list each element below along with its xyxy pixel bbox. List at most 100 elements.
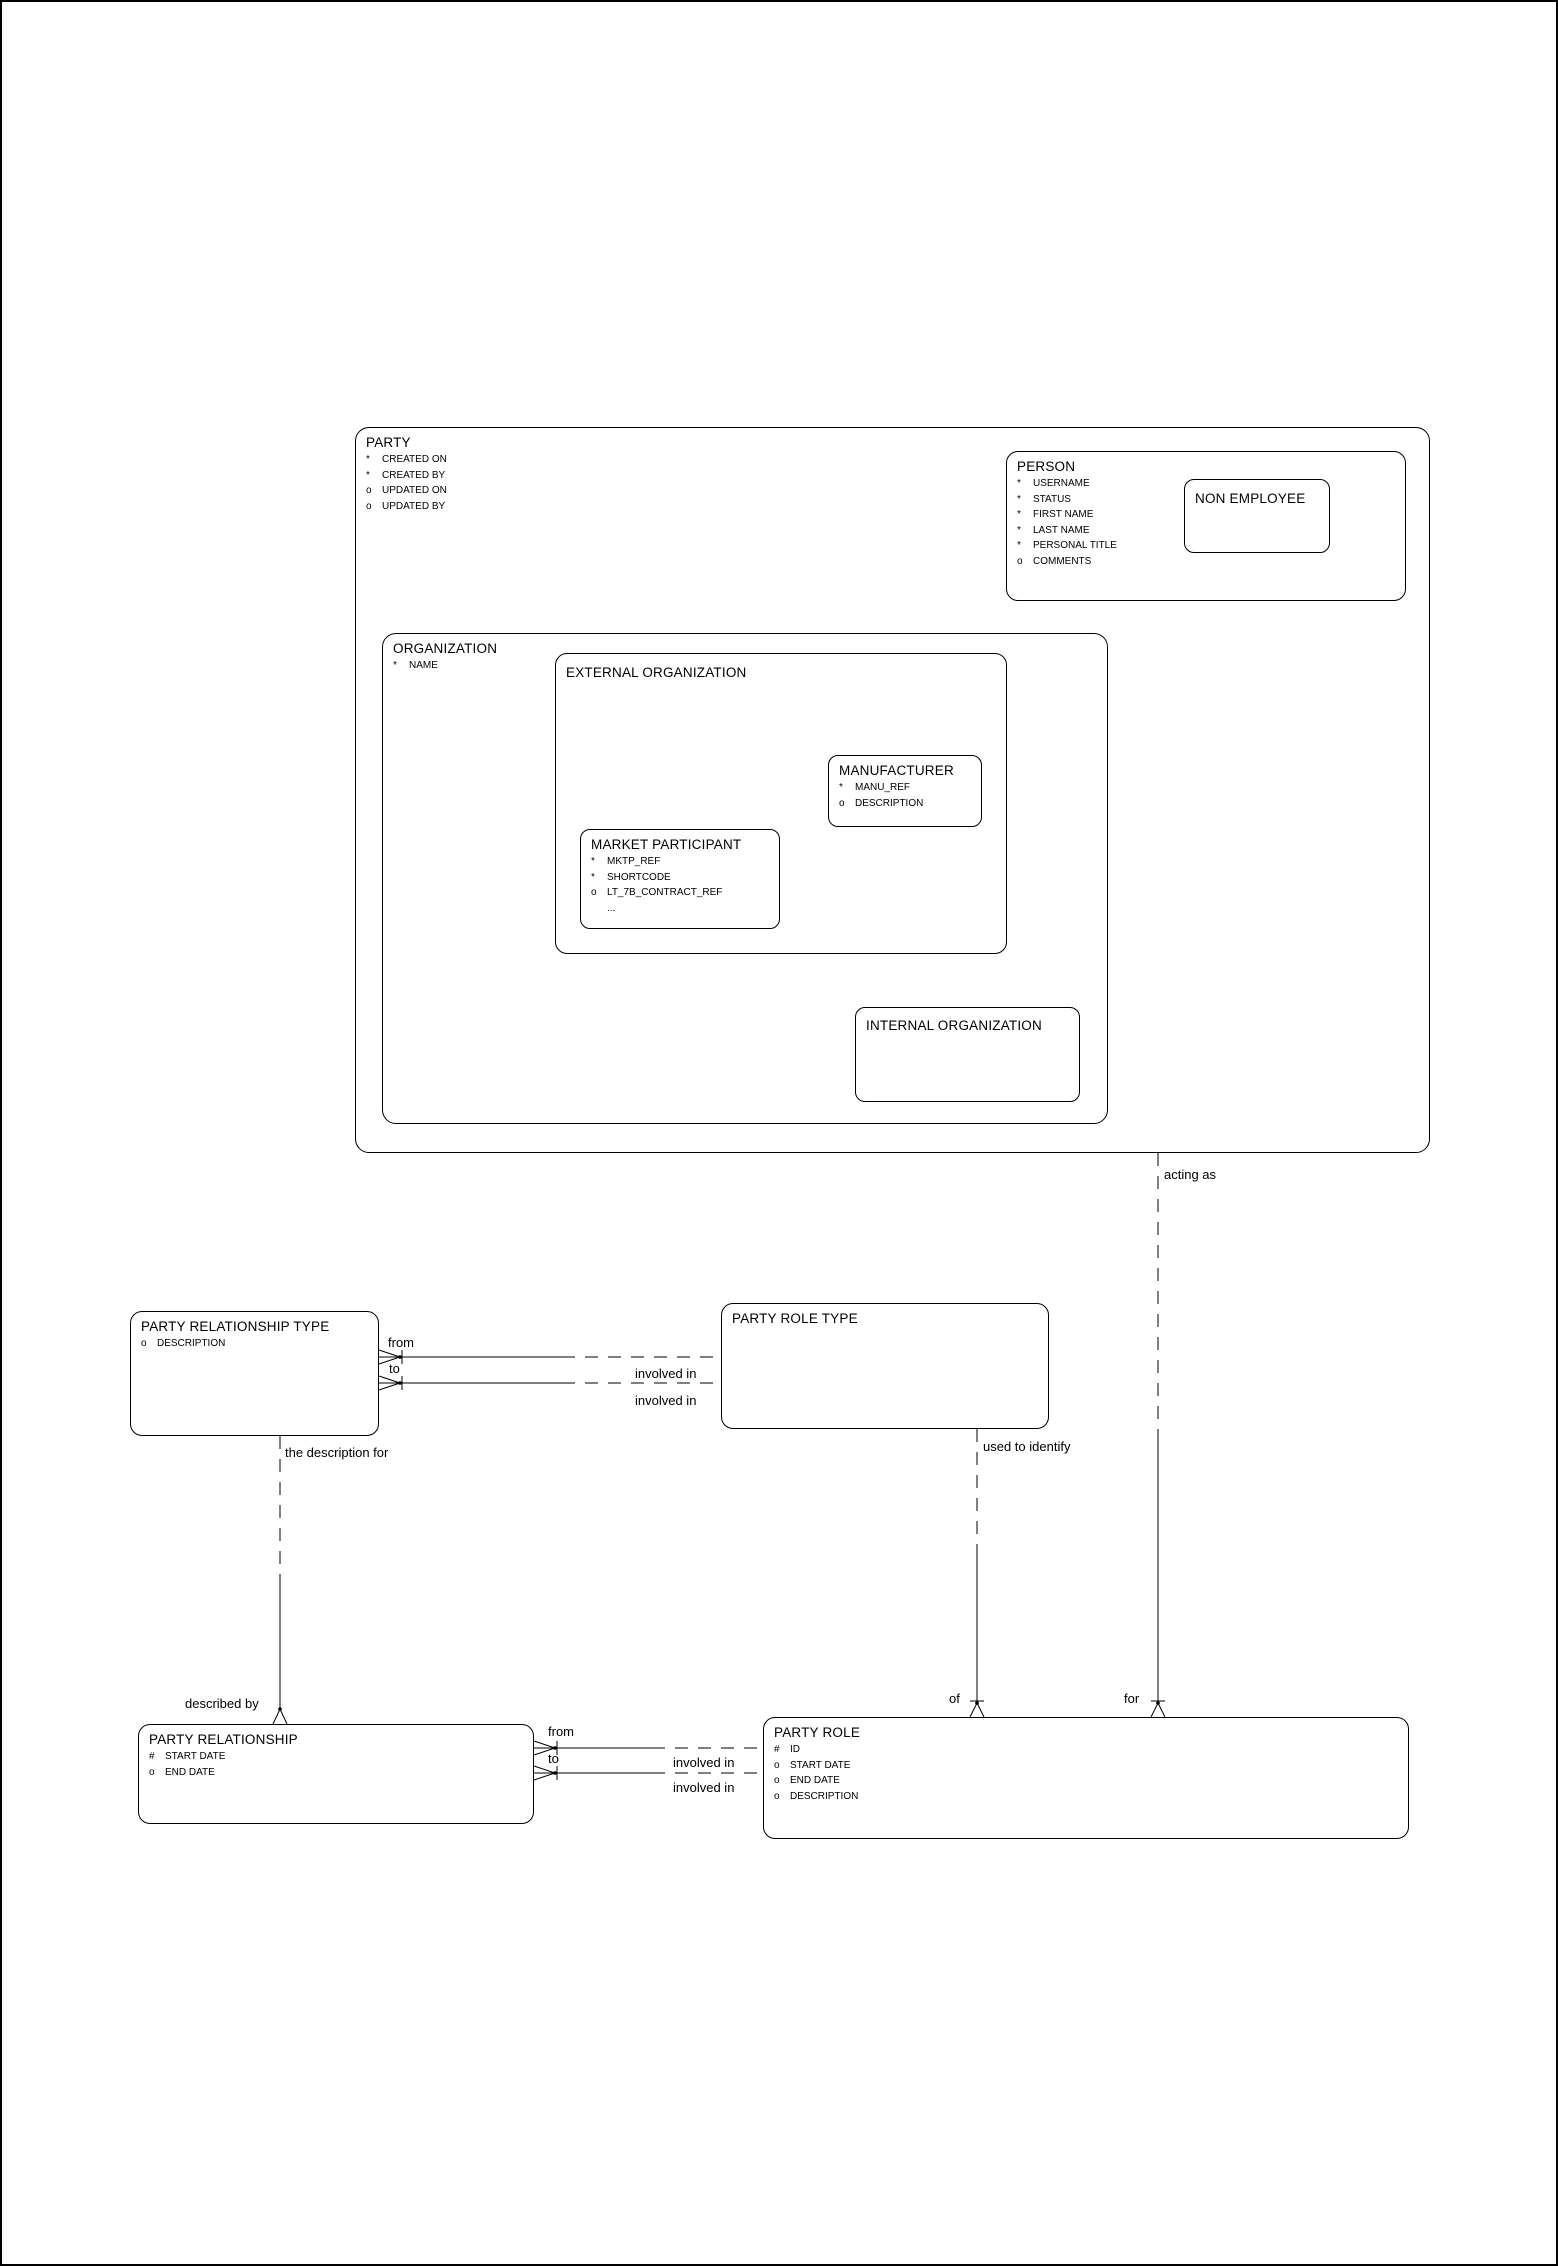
- entity-title: PARTY: [366, 435, 411, 450]
- attribute-name: FIRST NAME: [1033, 509, 1094, 520]
- attribute-row: o START DATE: [774, 1758, 1399, 1774]
- relationship-label-the-description-for: the description for: [285, 1445, 389, 1460]
- entity-title: NON EMPLOYEE: [1195, 491, 1306, 506]
- relationship-label-involved-in: involved in: [673, 1755, 735, 1770]
- relationship-label-to: to: [389, 1361, 400, 1376]
- attribute-name: COMMENTS: [1033, 555, 1092, 567]
- entity-title: ORGANIZATION: [393, 641, 498, 656]
- attribute-optionality-marker: #: [774, 1744, 780, 1755]
- attribute-row: #START DATE: [149, 1749, 524, 1765]
- attribute-optionality-marker: *: [366, 469, 370, 481]
- entity-internal-organization[interactable]: INTERNAL ORGANIZATION: [855, 1007, 1080, 1102]
- attribute-row: *PERSONAL TITLE: [1017, 538, 1396, 554]
- relationship-label-for: for: [1124, 1691, 1140, 1706]
- attribute-optionality-marker: o: [839, 797, 845, 809]
- attribute-name: DESCRIPTION: [855, 797, 924, 809]
- attribute-name: CREATED BY: [382, 469, 446, 481]
- attribute-name: LT_7B_CONTRACT_REF: [607, 887, 723, 898]
- attribute-name: LAST NAME: [1033, 524, 1090, 536]
- attribute-optionality-marker: o: [774, 1790, 780, 1802]
- attribute-optionality-marker: o: [149, 1766, 155, 1778]
- attribute-name: NAME: [409, 660, 438, 671]
- relationship-party-relationship-from-party-role: [533, 1740, 763, 1756]
- attribute-name: END DATE: [165, 1766, 215, 1778]
- relationship-label-from: from: [548, 1724, 574, 1739]
- attribute-row: *MKTP_REF: [591, 854, 770, 870]
- attribute-optionality-marker: o: [366, 485, 372, 496]
- attribute-optionality-marker: *: [1017, 493, 1021, 505]
- attribute-row: *SHORTCODE: [591, 870, 770, 886]
- entity-title: INTERNAL ORGANIZATION: [866, 1018, 1042, 1033]
- attribute-row: * FIRST NAME: [1017, 507, 1396, 523]
- relationship-label-to: to: [548, 1751, 559, 1766]
- attribute-name: CREATED ON: [382, 454, 447, 465]
- attribute-optionality-marker: o: [774, 1759, 780, 1771]
- relationship-label-described-by: described by: [185, 1696, 259, 1711]
- attribute-row: * LAST NAME: [1017, 523, 1396, 539]
- attribute-optionality-marker: *: [1017, 524, 1021, 536]
- attribute-name: USERNAME: [1033, 478, 1090, 489]
- relationship-prt-describes-party-relationship: [272, 1436, 288, 1725]
- attribute-name: START DATE: [790, 1759, 851, 1771]
- attribute-row: o DESCRIPTION: [774, 1789, 1399, 1805]
- attribute-optionality-marker: o: [141, 1338, 147, 1349]
- attribute-name: MANU_REF: [855, 782, 911, 793]
- entity-party-role-type[interactable]: PARTY ROLE TYPE: [721, 1303, 1049, 1429]
- attribute-row: o UPDATED BY: [366, 499, 1420, 515]
- entity-title: PARTY ROLE: [774, 1725, 861, 1740]
- attribute-name: UPDATED BY: [382, 500, 446, 512]
- attribute-optionality-marker: *: [366, 454, 370, 465]
- entity-title: PARTY RELATIONSHIP: [149, 1732, 298, 1747]
- attribute-optionality-marker: o: [1017, 555, 1023, 567]
- attribute-row: * CREATED BY: [366, 468, 1420, 484]
- relationship-label-from: from: [388, 1335, 414, 1350]
- attribute-optionality-marker: o: [366, 500, 372, 512]
- relationship-prt-from-party-role-type: [378, 1349, 721, 1365]
- relationship-party-acting-as-party-role: [1150, 1153, 1166, 1718]
- attribute-optionality-marker: *: [1017, 509, 1021, 520]
- attribute-optionality-marker: o: [591, 887, 597, 898]
- attribute-row: o UPDATED ON: [366, 483, 1420, 499]
- attribute-optionality-marker: *: [1017, 478, 1021, 489]
- relationship-label-of: of: [949, 1691, 960, 1706]
- attribute-optionality-marker: *: [839, 782, 843, 793]
- attribute-row: ...: [591, 901, 770, 917]
- attribute-row: o LT_7B_CONTRACT_REF: [591, 885, 770, 901]
- entity-title: MANUFACTURER: [839, 763, 954, 778]
- attribute-name: MKTP_REF: [607, 856, 661, 867]
- entity-title: PERSON: [1017, 459, 1076, 474]
- attribute-row: * MANU_REF: [839, 780, 972, 796]
- attribute-optionality-marker: *: [591, 871, 595, 883]
- attribute-row: * STATUS: [1017, 492, 1396, 508]
- attribute-row: # ID: [774, 1742, 1399, 1758]
- attribute-name: STATUS: [1033, 493, 1071, 505]
- attribute-list: * USERNAME * STATUS * FIRST NAME * LAST NAME *PE…: [1017, 476, 1396, 569]
- attribute-row: o COMMENTS: [1017, 554, 1396, 570]
- relationship-label-involved-in: involved in: [635, 1366, 697, 1381]
- entity-title: PARTY RELATIONSHIP TYPE: [141, 1319, 330, 1334]
- attribute-name: UPDATED ON: [382, 485, 447, 496]
- entity-title: MARKET PARTICIPANT: [591, 837, 742, 852]
- relationship-label-acting-as: acting as: [1164, 1167, 1217, 1182]
- entity-title: PARTY ROLE TYPE: [732, 1311, 858, 1326]
- attribute-optionality-marker: *: [393, 660, 397, 671]
- attribute-name: START DATE: [165, 1751, 226, 1762]
- attribute-name: DESCRIPTION: [790, 1790, 859, 1802]
- relationship-party-relationship-to-party-role: [533, 1765, 763, 1781]
- entity-non-employee[interactable]: NON EMPLOYEE: [1184, 479, 1330, 553]
- attribute-optionality-marker: *: [1017, 540, 1021, 551]
- relationship-label-used-to-identify: used to identify: [983, 1439, 1071, 1454]
- attribute-name: ID: [790, 1744, 800, 1755]
- attribute-list: * NAME: [393, 658, 1098, 674]
